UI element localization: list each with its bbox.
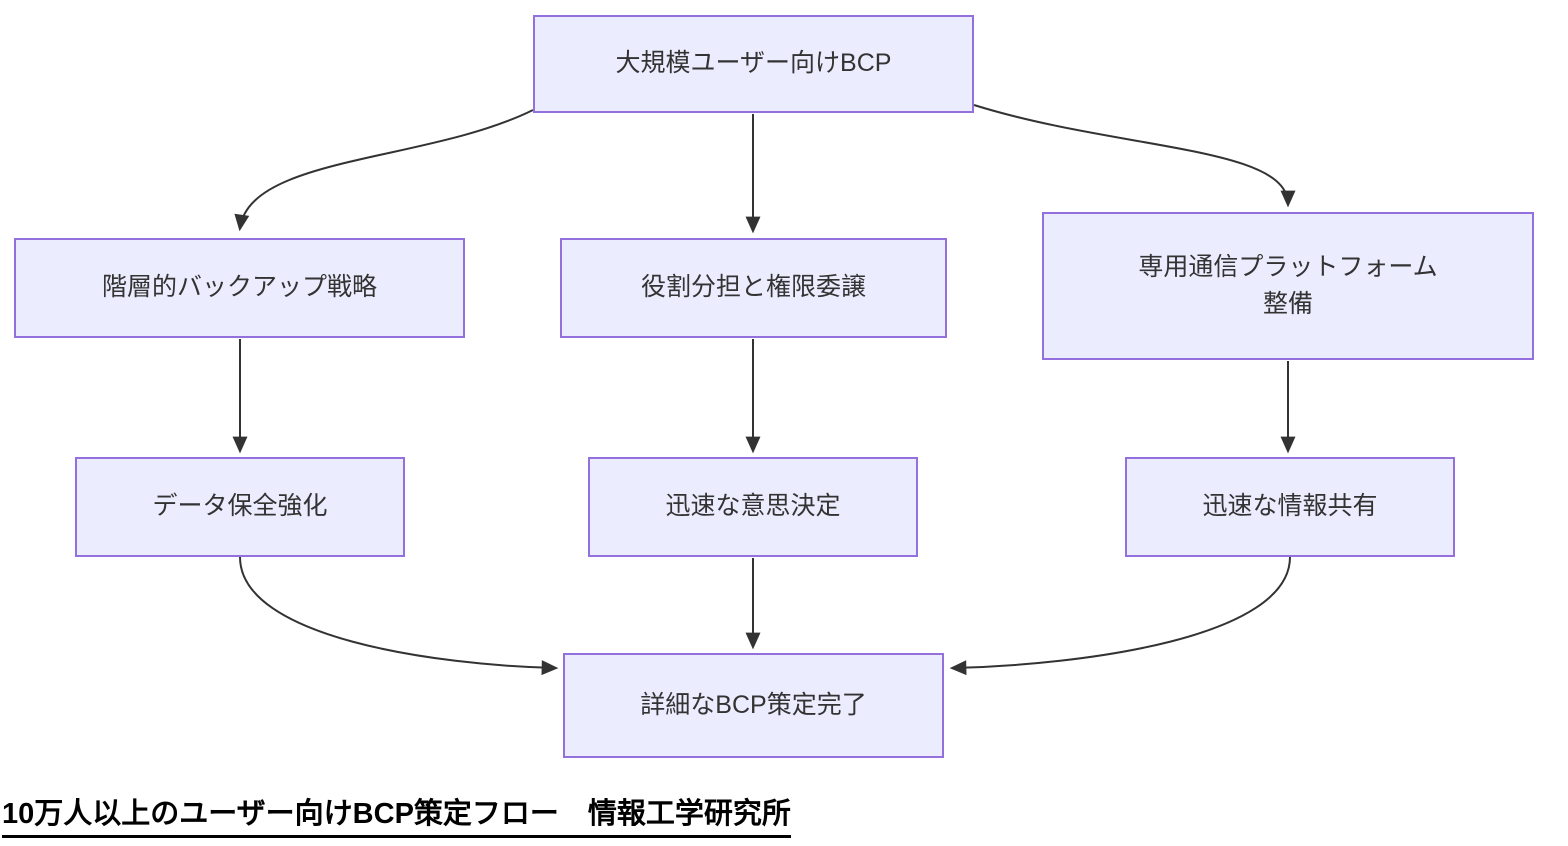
node-decision: 迅速な意思決定 [588,457,918,557]
edge-root-to-backup [234,109,534,232]
node-root: 大規模ユーザー向けBCP [533,15,974,113]
node-done-label: 詳細なBCP策定完了 [640,690,867,719]
node-share-label: 迅速な情報共有 [1202,492,1378,521]
node-root-label: 大規模ユーザー向けBCP [615,49,892,78]
node-share: 迅速な情報共有 [1125,457,1455,557]
edge-root-to-platform [973,104,1296,208]
node-roles: 役割分担と権限委譲 [560,238,947,338]
node-data: データ保全強化 [75,457,405,557]
node-decision-label: 迅速な意思決定 [665,492,841,521]
node-roles-label: 役割分担と権限委譲 [640,273,866,302]
node-platform-label: 専用通信プラットフォーム 整備 [1138,252,1438,319]
node-data-label: データ保全強化 [152,492,328,521]
diagram-caption: 10万人以上のユーザー向けBCP策定フロー 情報工学研究所 [2,790,791,838]
node-done: 詳細なBCP策定完了 [563,653,944,758]
node-backup: 階層的バックアップ戦略 [14,238,465,338]
node-platform: 専用通信プラットフォーム 整備 [1042,212,1534,360]
edge-data-to-done [239,556,559,676]
node-backup-label: 階層的バックアップ戦略 [101,273,377,302]
edge-share-to-done [949,556,1291,676]
diagram-caption-label: 10万人以上のユーザー向けBCP策定フロー 情報工学研究所 [2,790,791,838]
